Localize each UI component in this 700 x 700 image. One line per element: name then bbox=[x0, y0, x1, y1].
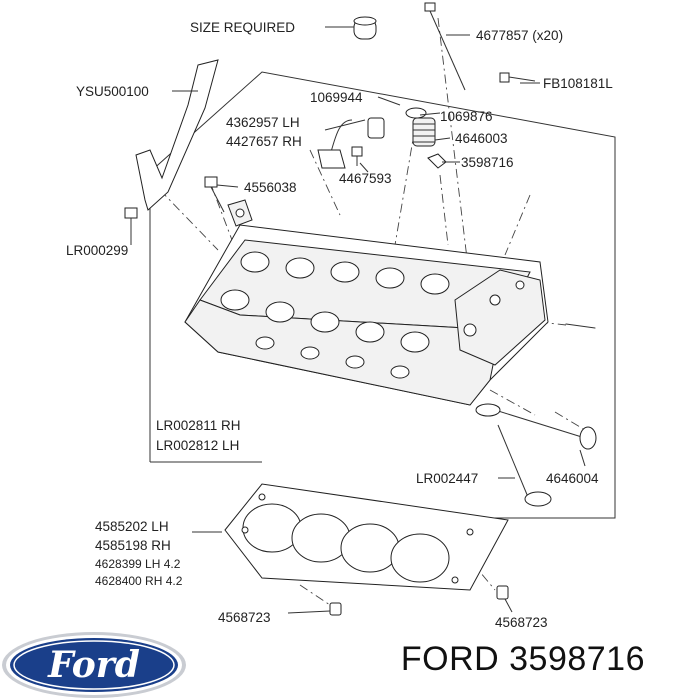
label-4467593: 4467593 bbox=[339, 171, 392, 186]
bracket-ysu500100 bbox=[124, 59, 219, 232]
ford-logo-oval bbox=[10, 638, 178, 692]
stud-4556038 bbox=[204, 176, 225, 213]
ford-logo: Ford bbox=[2, 632, 186, 698]
camshaft-sensor bbox=[317, 117, 385, 169]
label-4677857: 4677857 (x20) bbox=[476, 28, 563, 43]
label-lr000299: LR000299 bbox=[66, 243, 128, 258]
label-size-required: SIZE REQUIRED bbox=[190, 20, 295, 35]
label-fb108181l: FB108181L bbox=[543, 76, 613, 91]
label-ysu500100: YSU500100 bbox=[76, 84, 149, 99]
label-4585202-lh: 4585202 LH bbox=[95, 519, 169, 534]
ford-logo-script: Ford bbox=[47, 644, 140, 686]
head-bolt bbox=[424, 2, 466, 91]
brand-part-number: FORD 3598716 bbox=[400, 640, 645, 678]
camshaft-lobes bbox=[220, 251, 450, 379]
cylinder-head bbox=[184, 199, 549, 406]
label-4427657-rh: 4427657 RH bbox=[226, 134, 302, 149]
head-gasket bbox=[224, 483, 509, 591]
label-4628399-lh: 4628399 LH 4.2 bbox=[95, 557, 181, 571]
exhaust-valve bbox=[475, 403, 552, 507]
sensor-bolt bbox=[351, 146, 363, 166]
label-4568723-right: 4568723 bbox=[495, 615, 548, 630]
size-required-shim bbox=[353, 16, 377, 40]
label-3598716: 3598716 bbox=[461, 155, 514, 170]
valve-spring bbox=[405, 107, 436, 147]
label-1069944: 1069944 bbox=[310, 90, 363, 105]
label-4585198-rh: 4585198 RH bbox=[95, 538, 171, 553]
label-lr002447: LR002447 bbox=[416, 471, 478, 486]
label-4646003: 4646003 bbox=[455, 131, 508, 146]
gasket-dowel-left bbox=[329, 602, 342, 616]
callout-labels: SIZE REQUIRED 4677857 (x20) YSU500100 FB… bbox=[66, 20, 613, 630]
leader-lines bbox=[130, 26, 586, 614]
label-4568723-left: 4568723 bbox=[218, 610, 271, 625]
label-4362957-lh: 4362957 LH bbox=[226, 115, 300, 130]
label-4646004: 4646004 bbox=[546, 471, 599, 486]
gasket-dowel-right bbox=[496, 585, 509, 600]
label-4556038: 4556038 bbox=[244, 180, 297, 195]
valve-stem-seal bbox=[427, 153, 447, 169]
assembly-outline bbox=[149, 71, 616, 519]
label-lr002812-lh: LR002812 LH bbox=[156, 438, 239, 453]
label-4628400-rh: 4628400 RH 4.2 bbox=[95, 574, 183, 588]
dowel-pin bbox=[565, 323, 596, 329]
label-1069876: 1069876 bbox=[440, 109, 493, 124]
intake-valve bbox=[494, 409, 597, 450]
label-lr002811-rh: LR002811 RH bbox=[156, 418, 241, 433]
bolt-fb108181l bbox=[499, 72, 536, 83]
